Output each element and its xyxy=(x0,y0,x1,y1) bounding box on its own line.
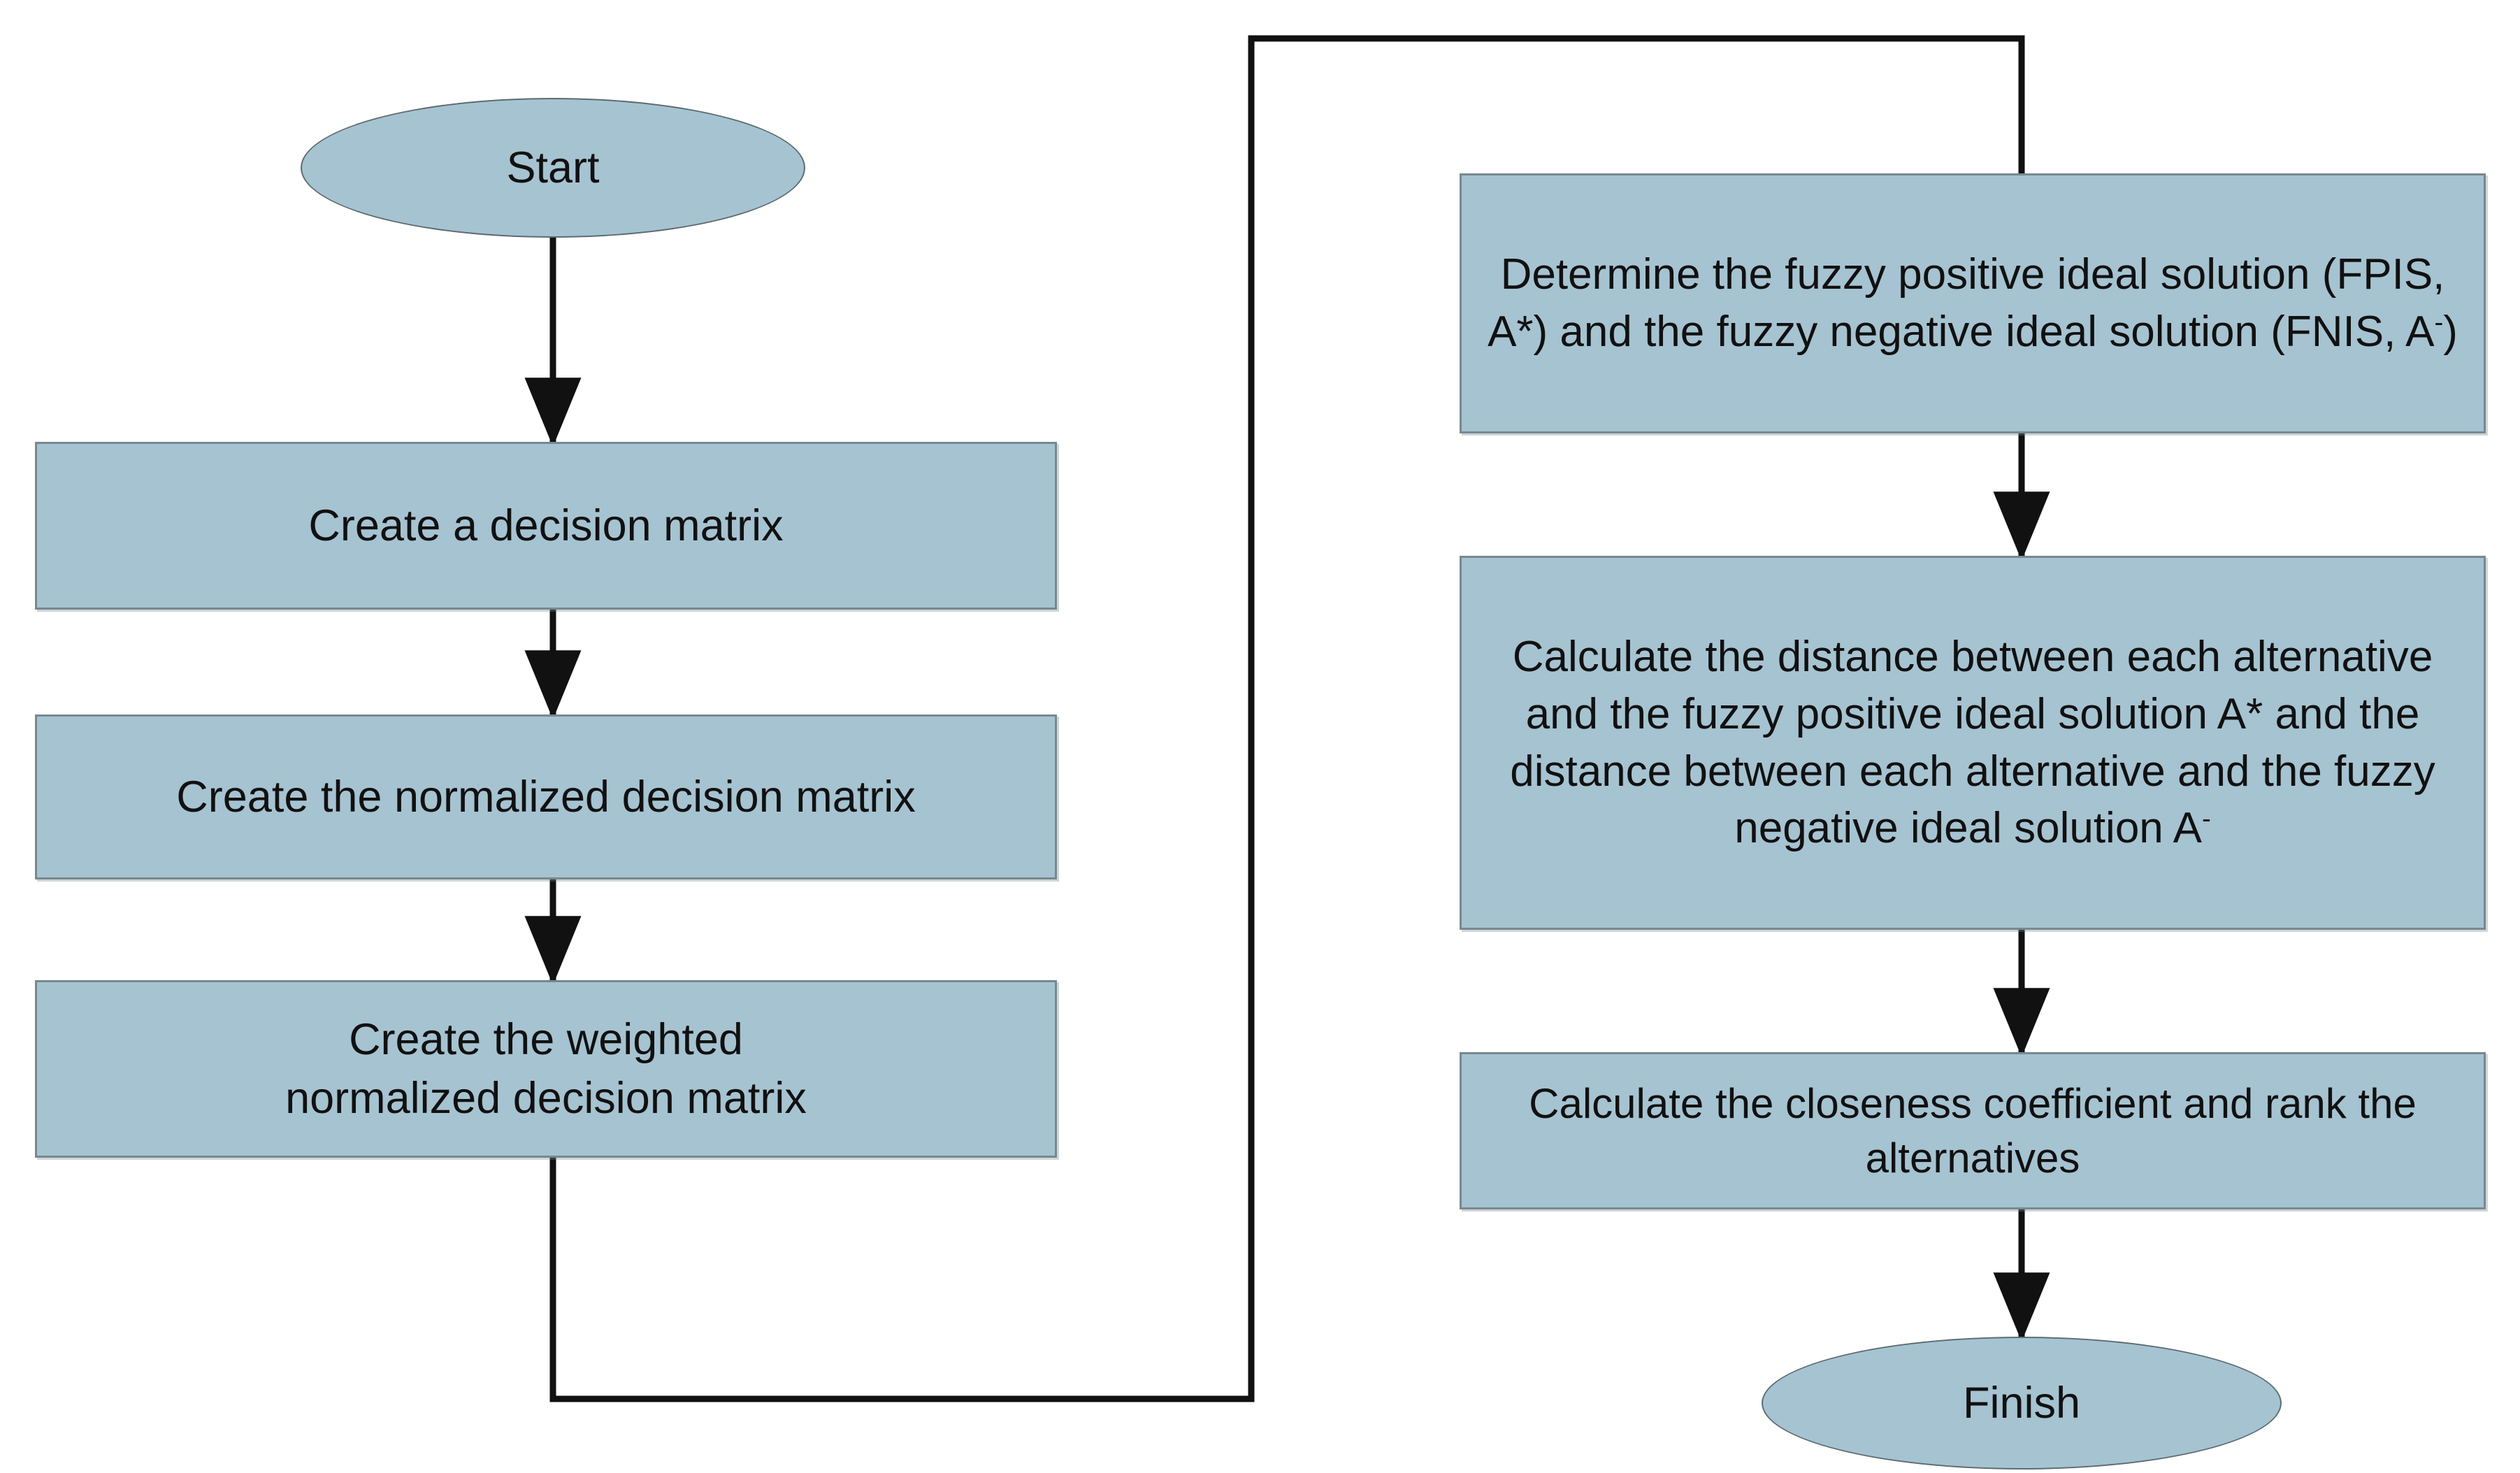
node-calculate-distances[interactable]: Calculate the distance between each alte… xyxy=(1460,556,2486,930)
node-finish[interactable]: Finish xyxy=(1762,1337,2282,1470)
node-calculate-closeness-label: Calculate the closeness coefficient and … xyxy=(1529,1079,2417,1181)
node-create-decision-matrix[interactable]: Create a decision matrix xyxy=(35,442,1057,610)
node-finish-label: Finish xyxy=(1962,1378,2081,1428)
node-determine-ideal-solutions-text-close: ) xyxy=(2443,308,2458,356)
node-create-weighted-matrix-label: Create the weighted normalized decision … xyxy=(285,1014,807,1123)
minus-superscript-icon: - xyxy=(2434,307,2444,338)
node-start-label: Start xyxy=(506,143,600,192)
node-calculate-distances-text-main: Calculate the distance between each alte… xyxy=(1510,632,2435,853)
node-create-normalized-matrix-label: Create the normalized decision matrix xyxy=(176,772,916,821)
node-calculate-closeness[interactable]: Calculate the closeness coefficient and … xyxy=(1460,1052,2486,1209)
node-create-decision-matrix-label: Create a decision matrix xyxy=(308,501,784,550)
node-create-normalized-matrix[interactable]: Create the normalized decision matrix xyxy=(35,714,1057,879)
node-determine-ideal-solutions-text-main: Determine the fuzzy positive ideal solut… xyxy=(1488,250,2445,356)
node-start[interactable]: Start xyxy=(301,98,805,238)
minus-superscript-icon: - xyxy=(2201,803,2211,834)
node-determine-ideal-solutions[interactable]: Determine the fuzzy positive ideal solut… xyxy=(1460,173,2486,433)
node-create-weighted-matrix[interactable]: Create the weighted normalized decision … xyxy=(35,980,1057,1158)
node-determine-ideal-solutions-label: Determine the fuzzy positive ideal solut… xyxy=(1462,246,2484,361)
node-calculate-distances-label: Calculate the distance between each alte… xyxy=(1462,628,2484,857)
